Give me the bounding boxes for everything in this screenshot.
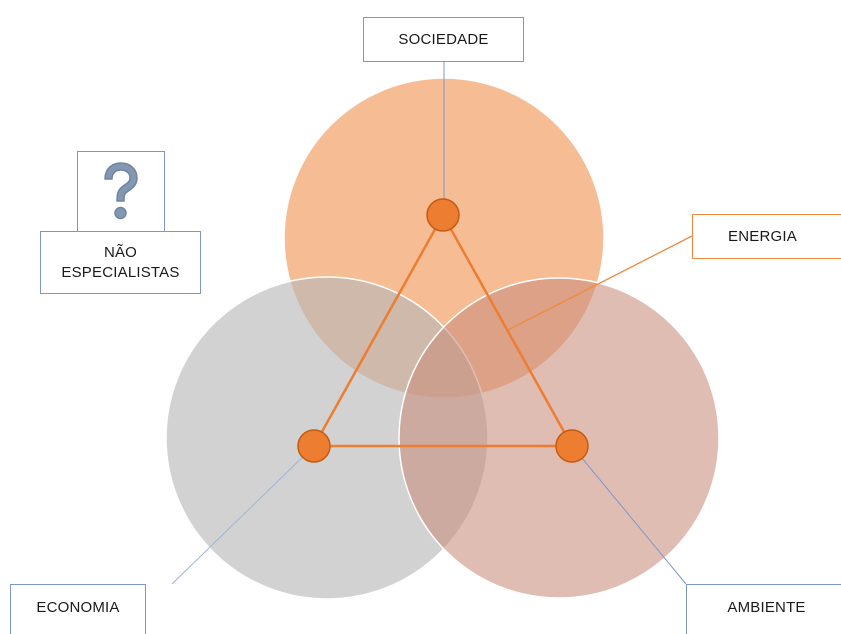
- nao-especialistas-label-box: NÃO ESPECIALISTAS: [40, 231, 201, 294]
- nao-especialistas-line2: ESPECIALISTAS: [61, 263, 180, 281]
- energia-label-box: ENERGIA: [692, 214, 841, 259]
- question-box: [77, 151, 165, 232]
- energia-connector: [507, 235, 693, 331]
- question-mark-icon: [104, 161, 138, 219]
- sociedade-label-box: SOCIEDADE: [363, 17, 524, 62]
- ambiente-node: [555, 429, 589, 463]
- nao-especialistas-line1: NÃO: [103, 243, 138, 261]
- energia-label: ENERGIA: [728, 227, 797, 245]
- economia-label-box: ECONOMIA: [10, 584, 146, 634]
- sociedade-node: [426, 198, 460, 232]
- ambiente-connector: [571, 445, 687, 585]
- triangle: [312, 213, 574, 448]
- sociedade-label: SOCIEDADE: [398, 30, 489, 48]
- economia-node: [297, 429, 331, 463]
- economia-label: ECONOMIA: [36, 598, 120, 616]
- ambiente-label: AMBIENTE: [727, 598, 806, 616]
- ambiente-label-box: AMBIENTE: [686, 584, 841, 634]
- economia-connector: [171, 445, 315, 585]
